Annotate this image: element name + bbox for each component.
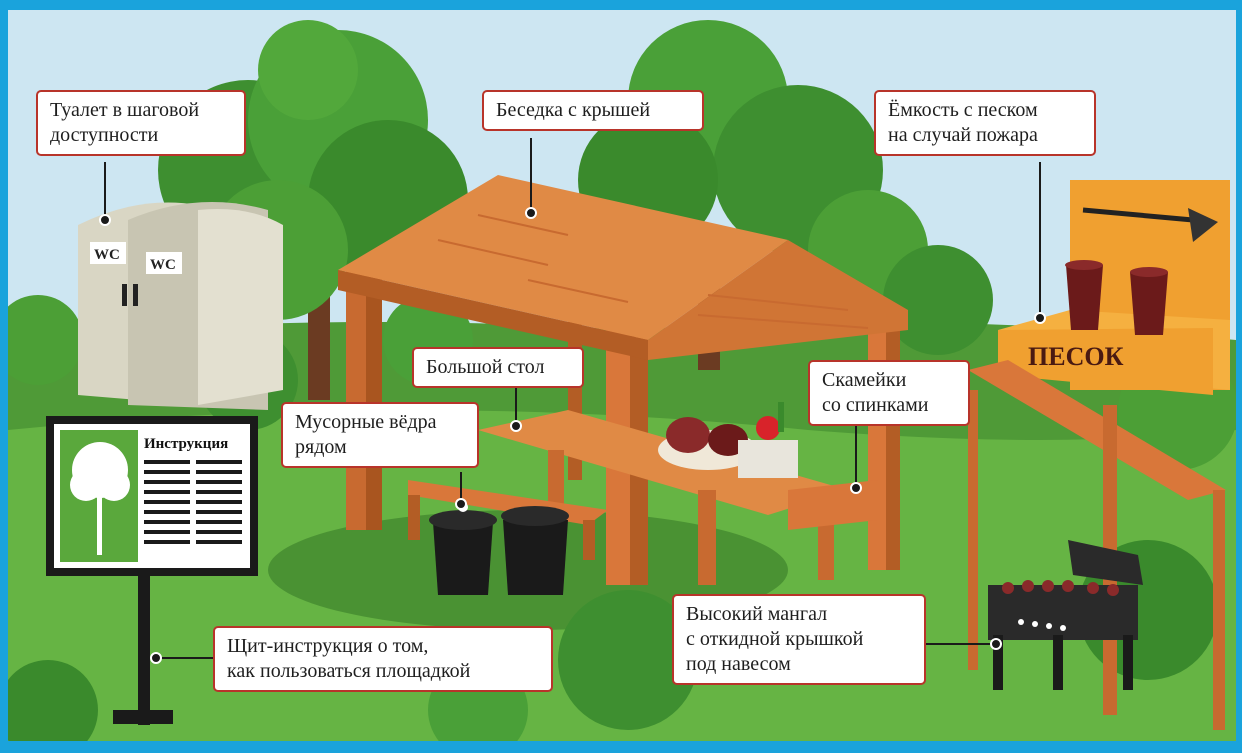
leader-dots (99, 207, 1046, 664)
sand-box-sign: ПЕСОК (1028, 342, 1124, 371)
callout-trash-bins: Мусорные вёдра рядом (281, 402, 479, 468)
callout-big-table: Большой стол (412, 347, 584, 388)
info-board: Инструкция (46, 416, 258, 725)
callout-benches: Скамейки со спинками (808, 360, 970, 426)
callout-gazebo: Беседка с крышей (482, 90, 704, 131)
callout-sand-box: Ёмкость с песком на случай пожара (874, 90, 1096, 156)
callout-toilet: Туалет в шаговой доступности (36, 90, 246, 156)
wc-sign-left: WC (94, 247, 120, 263)
gazebo (338, 175, 908, 585)
wc-sign-right: WC (150, 257, 176, 273)
trash-bins (429, 502, 569, 595)
illustration-stage: WC WC (8, 10, 1236, 741)
grill (988, 540, 1143, 690)
callout-info-board: Щит-инструкция о том, как пользоваться п… (213, 626, 553, 692)
toilet-cabins: WC WC (78, 202, 283, 410)
callout-grill: Высокий мангал с откидной крышкой под на… (672, 594, 926, 685)
fire-sand-stand: ПЕСОК (998, 180, 1230, 395)
board-title: Инструкция (144, 436, 228, 452)
